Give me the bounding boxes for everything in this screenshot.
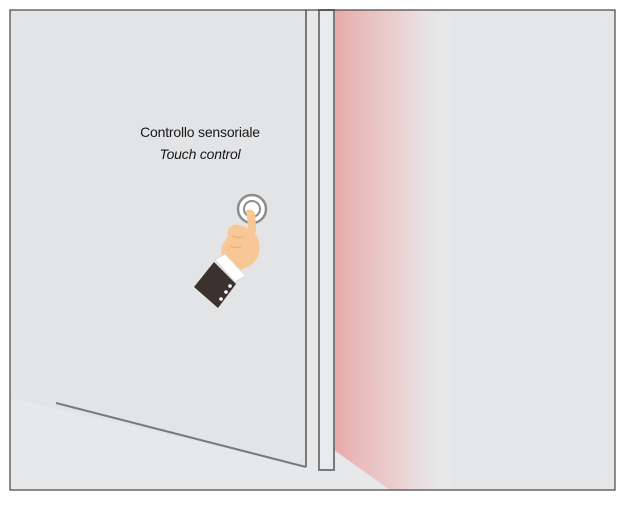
right-wall — [450, 10, 615, 490]
sensor-beam — [334, 10, 450, 490]
image-border — [9, 9, 616, 491]
door-frame-post — [318, 9, 335, 471]
touch-button-icon[interactable] — [236, 193, 268, 225]
touch-control-label-english: Touch control — [159, 146, 241, 162]
pointing-hand-icon — [194, 209, 260, 308]
door-edge-bottom — [55, 402, 307, 468]
touch-control-label-italian: Controllo sensoriale — [140, 124, 260, 140]
door-panel — [10, 10, 306, 467]
